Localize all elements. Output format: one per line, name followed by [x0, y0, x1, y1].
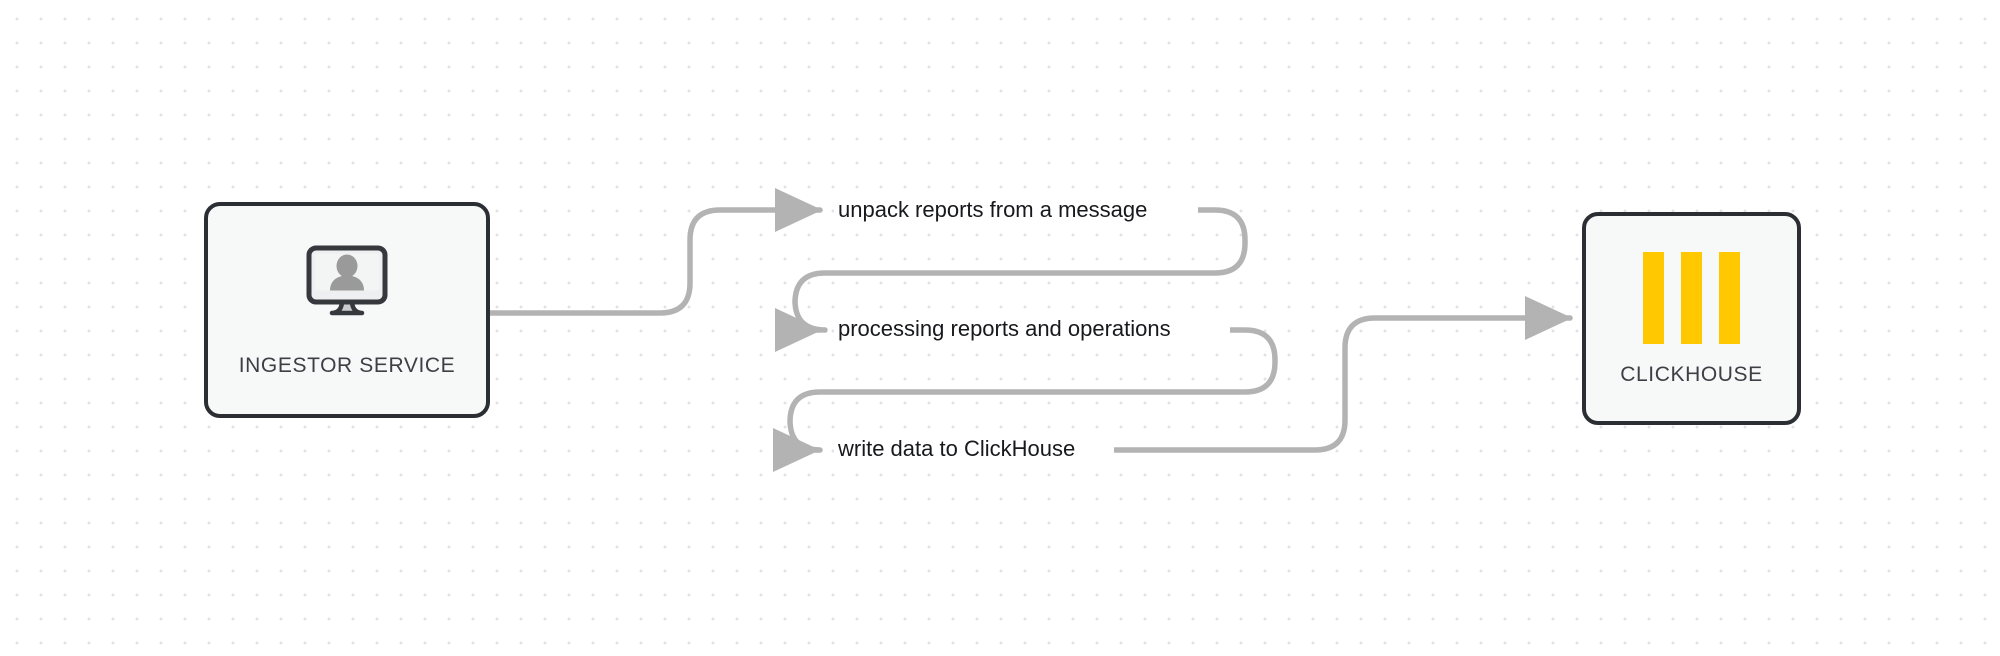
clickhouse-bar [1643, 252, 1664, 344]
clickhouse-bar [1719, 252, 1740, 344]
edge-label-unpack-reports: unpack reports from a message [838, 197, 1148, 222]
monitor-indicator [342, 294, 352, 298]
clickhouse-bar [1681, 252, 1702, 344]
monitor-person-head [336, 254, 358, 278]
edge-path-1 [487, 188, 823, 316]
node-label-clickhouse: CLICKHOUSE [1620, 363, 1763, 386]
monitor-person-body [330, 275, 364, 291]
clickhouse-bars-icon [1643, 252, 1740, 344]
node-label-ingestor-service: INGESTOR SERVICE [238, 354, 456, 377]
edge-label-backdrop [834, 193, 1198, 223]
edge-label-processing-reports: processing reports and operations [838, 316, 1171, 341]
node-ingestor-service[interactable]: INGESTOR SERVICE [204, 202, 490, 418]
edge-label-write-data: write data to ClickHouse [838, 436, 1076, 461]
edge-label-backdrop [834, 312, 1230, 342]
edge-label-backdrop [834, 432, 1114, 462]
node-clickhouse[interactable]: CLICKHOUSE [1582, 212, 1801, 425]
monitor-user-icon [299, 240, 395, 333]
